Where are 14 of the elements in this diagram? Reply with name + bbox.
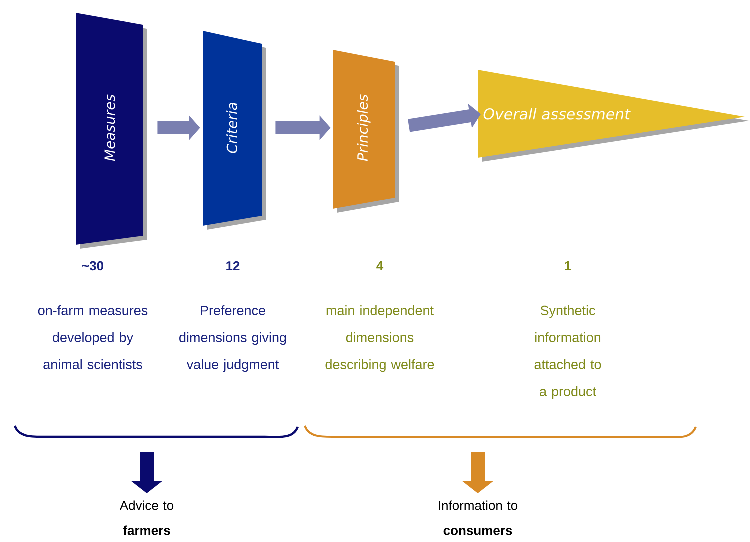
trapezoid-box: Measures [76,13,147,249]
caption-text: Information to consumers [439,500,518,536]
description-text: main independent dimensions describing welfare [326,306,434,372]
count-label: ~30 [82,261,104,271]
trapezoid-box: Principles [333,50,399,213]
description-text: on-farm measures developed by animal scientists [38,306,148,370]
trapezoid-box: Criteria [203,31,266,230]
count-label: 4 [376,262,384,270]
count-label: 1 [565,262,572,270]
arrow [408,104,481,132]
count-label: 12 [226,261,240,271]
description-text: Preference dimensions giving value judgment [180,306,286,372]
description-text: Synthetic information attached to a product [534,306,602,400]
caption-text: Advice to farmers [120,500,174,536]
